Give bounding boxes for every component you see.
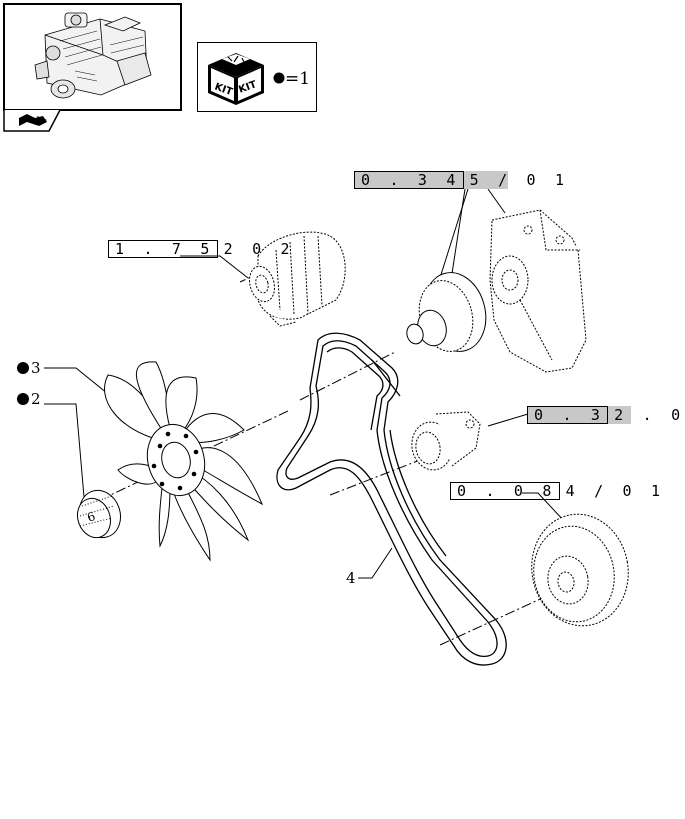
ref-1-75-2-02[interactable]: 1 . 7 5 2 0 2: [108, 240, 295, 258]
engine-thumbnail: [34, 12, 152, 99]
callout-3[interactable]: 3: [31, 359, 41, 377]
crankshaft-damper-pulley: [531, 513, 629, 627]
ref-tail-text: 2 . 0: [614, 406, 685, 424]
ref-tail-text: 2 0 2: [223, 240, 295, 258]
leader-line-3: [44, 367, 119, 403]
kit-marker-dot-2: [17, 393, 29, 405]
belt-tensioner: [411, 411, 481, 471]
water-pump-pulley: [406, 272, 487, 352]
callout-4[interactable]: 4: [346, 569, 356, 587]
ref-0-08-4-01[interactable]: 0 . 0 8 4 / 0 1: [450, 482, 665, 500]
leader-line-crank: [522, 492, 566, 523]
kit-box-icon: KIT KIT: [208, 53, 285, 105]
centerline-tensioner: [329, 459, 421, 496]
centerline-fan: [99, 409, 291, 501]
ref-tail-text: 4 / 0 1: [565, 482, 666, 500]
ref-boxed-text: 0 . 3 4: [354, 171, 464, 189]
poly-v-belt: [276, 332, 507, 666]
fan-hub-mark: 6: [85, 509, 97, 525]
ref-boxed-text: 0 . 3: [527, 406, 609, 424]
leader-line-pump: [487, 188, 506, 214]
leader-line-tensioner: [487, 413, 529, 427]
kit-marker-dot-3: [17, 362, 29, 374]
ref-tail-text: 5 / 0 1: [469, 171, 570, 189]
kit-dot-icon: [273, 72, 285, 84]
water-pump-body: [489, 209, 587, 373]
cooling-fan: [104, 361, 264, 562]
engine-thumbnail-frame: [3, 3, 182, 111]
leader-line-alternator: [180, 255, 249, 279]
alternator: [249, 231, 346, 327]
kit-quantity: =1: [285, 69, 311, 89]
nav-tab[interactable]: [3, 109, 61, 132]
ref-boxed-text: 0 . 0 8: [450, 482, 560, 500]
callout-2[interactable]: 2: [31, 390, 41, 408]
kit-legend-box: KIT KIT: [197, 42, 317, 112]
ref-boxed-text: 1 . 7 5: [108, 240, 218, 258]
navigation-arrow-icon: [3, 109, 61, 132]
fan-spacer-hub: [76, 489, 122, 539]
leader-line-pulley: [450, 188, 466, 281]
exploded-view-drawing: 6: [17, 188, 629, 666]
leader-line-2: [44, 403, 85, 498]
leader-line-4: [358, 547, 393, 579]
